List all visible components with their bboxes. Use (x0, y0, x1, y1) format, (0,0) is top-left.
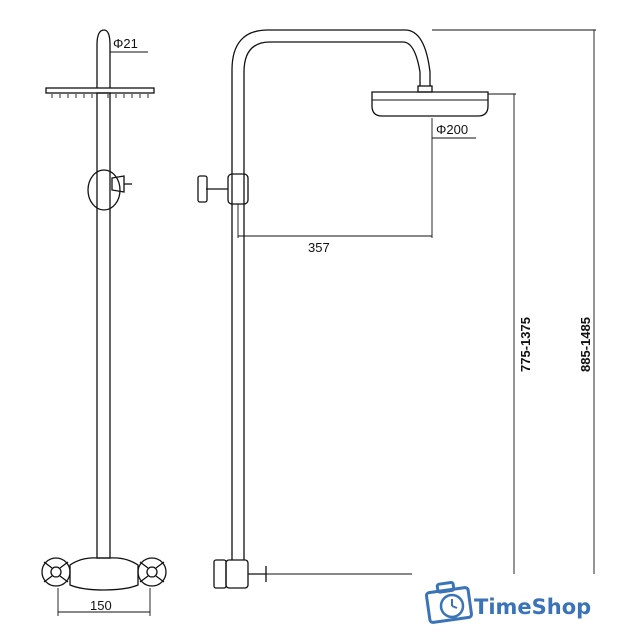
side-head-coupling (417, 85, 433, 93)
side-shower-head (371, 91, 489, 117)
side-diverter-body (227, 173, 249, 205)
side-riser-inner (243, 41, 421, 560)
front-shower-head-nozzles (51, 94, 149, 98)
front-shower-head-plate (45, 87, 155, 94)
side-mixer (213, 559, 267, 589)
side-diverter-knob (197, 175, 208, 203)
head-diameter-label: Φ200 (436, 122, 468, 137)
front-view: Φ21 (41, 29, 167, 616)
brand-name: TimeShop (474, 595, 591, 619)
front-left-tap-handle (41, 557, 71, 587)
front-mixer-body (69, 557, 139, 591)
front-riser-pipe (96, 92, 111, 559)
side-riser-outer (231, 29, 431, 560)
front-diverter-lever (111, 175, 125, 193)
tap-spacing-label: 150 (90, 598, 112, 613)
total-height-range-label: 885-1485 (578, 317, 593, 372)
head-height-range-label: 775-1375 (518, 317, 533, 372)
suitcase-clock-icon (425, 580, 473, 624)
front-pipe-diameter-label: Φ21 (113, 36, 138, 51)
side-view: Φ200 357 775-1375 885-1485 (197, 29, 596, 589)
arm-reach-label: 357 (308, 240, 330, 255)
front-gooseneck-pipe (96, 29, 111, 88)
front-diverter-body (87, 169, 121, 211)
front-right-tap-handle (137, 557, 167, 587)
brand-logo: TimeShop (425, 580, 591, 624)
